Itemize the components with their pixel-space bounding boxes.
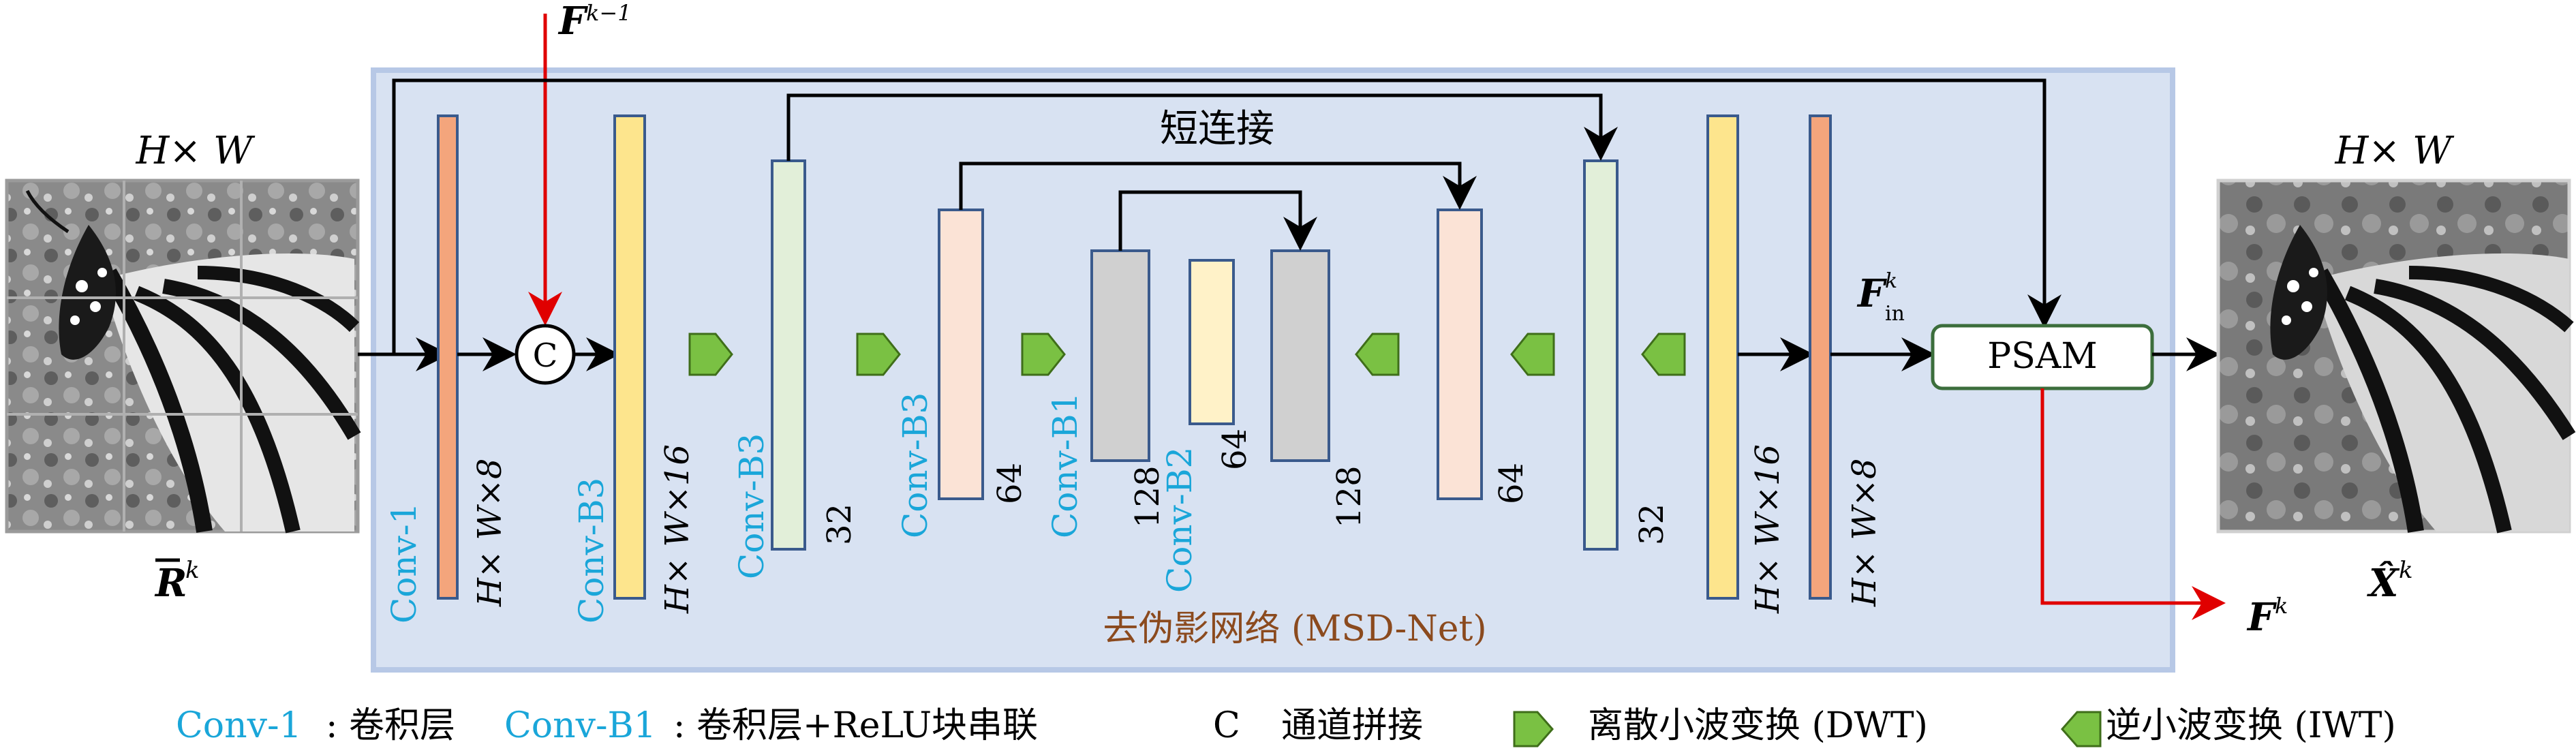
- skip-connection-label: 短连接: [1160, 107, 1274, 151]
- convb3-1-label: Conv-B3: [572, 478, 611, 623]
- conv1-left-block: [437, 114, 459, 600]
- convb3-yellow-left-block: [613, 114, 646, 600]
- legend-conv1-name: Conv-1: [176, 705, 302, 746]
- svg-text:in: in: [1885, 302, 1905, 326]
- iwt-marker-3: [1641, 333, 1686, 376]
- svg-text:F: F: [557, 0, 589, 44]
- conv1-right-size: H× W×8: [1845, 459, 1884, 607]
- convb3-peach-left-block: [938, 209, 984, 500]
- legend-conv1-desc: : 卷积层: [326, 705, 455, 746]
- legend-concat-desc: 通道拼接: [1281, 705, 1423, 746]
- legend-convb1-name: Conv-B1: [504, 705, 656, 746]
- concat-node: C: [515, 324, 576, 385]
- svg-text:C: C: [533, 337, 558, 375]
- convb3-3-size: 64: [991, 463, 1029, 504]
- conv1-left-label: Conv-1: [384, 502, 424, 623]
- input-image-label: R k: [154, 557, 200, 606]
- iwt-marker-2: [1510, 333, 1555, 376]
- peach-right-size: 64: [1492, 463, 1531, 504]
- svg-text:F: F: [2246, 595, 2278, 640]
- dwt-marker-2: [856, 333, 901, 376]
- dwt-marker-3: [1021, 333, 1066, 376]
- skip-connection-middle: [959, 161, 1477, 210]
- skip-connection-outer: [786, 93, 1618, 161]
- output-size-label: H× W: [2334, 129, 2455, 173]
- yellow-right-size: H× W×16: [1749, 444, 1787, 614]
- svg-text:k: k: [1885, 269, 1897, 293]
- iwt-marker-1: [1355, 333, 1400, 376]
- green-right-size: 32: [1633, 504, 1671, 545]
- convb3-yellow-right-block: [1706, 114, 1739, 600]
- legend-concat-symbol: C: [1213, 705, 1240, 746]
- svg-text:k: k: [185, 557, 200, 584]
- svg-text:k: k: [2399, 557, 2413, 584]
- convb2-block: [1189, 259, 1235, 425]
- conv1-right-block: [1809, 114, 1832, 600]
- legend-dwt-desc: 离散小波变换 (DWT): [1588, 705, 1928, 746]
- convb3-green-left-block: [771, 159, 806, 551]
- input-size-label: H× W: [135, 129, 256, 173]
- convb2-label: Conv-B2: [1160, 447, 1199, 593]
- svg-text:k−1: k−1: [586, 0, 632, 26]
- psam-label: PSAM: [1987, 336, 2097, 377]
- fin-label: F k in: [1856, 269, 1905, 326]
- psam-feature-arrow: [2040, 388, 2226, 620]
- global-skip-line: [392, 78, 2061, 354]
- legend: Conv-1 : 卷积层 Conv-B1 : 卷积层+ReLU块串联 C 通道拼…: [176, 705, 2396, 748]
- legend-iwt-icon: [2061, 711, 2102, 748]
- gray-right-size: 128: [1330, 465, 1368, 528]
- legend-convb1-desc: : 卷积层+ReLU块串联: [673, 705, 1038, 746]
- convb2-size: 64: [1216, 429, 1254, 470]
- convb3-green-right-block: [1583, 159, 1619, 551]
- convb3-2-label: Conv-B3: [732, 433, 771, 579]
- msd-net-label: 去伪影网络 (MSD-Net): [1103, 608, 1486, 649]
- svg-text:F: F: [1856, 271, 1888, 316]
- output-image-label: X̂ k: [2367, 557, 2413, 606]
- convb1-size: 128: [1129, 465, 1167, 528]
- conv1-left-size: H× W×8: [471, 459, 509, 607]
- input-image: [5, 179, 361, 534]
- convb1-block: [1090, 249, 1150, 462]
- convb3-1-size: H× W×16: [658, 444, 696, 614]
- legend-iwt-desc: 逆小波变换 (IWT): [2106, 705, 2396, 746]
- gray-right-block: [1270, 249, 1330, 462]
- dwt-marker-1: [688, 333, 733, 376]
- prev-feature-label: F k−1: [557, 0, 632, 44]
- convb3-peach-right-block: [1437, 209, 1483, 500]
- output-image: [2216, 179, 2576, 534]
- svg-text:k: k: [2275, 593, 2288, 619]
- skip-connection-inner: [1118, 190, 1317, 251]
- svg-text:R: R: [154, 561, 187, 606]
- convb3-2-size: 32: [821, 504, 859, 545]
- output-feature-label: F k: [2246, 593, 2288, 640]
- legend-dwt-icon: [1513, 711, 1554, 748]
- convb3-3-label: Conv-B3: [895, 392, 935, 538]
- svg-text:X̂: X̂: [2367, 560, 2400, 606]
- convb1-label: Conv-B1: [1045, 392, 1085, 538]
